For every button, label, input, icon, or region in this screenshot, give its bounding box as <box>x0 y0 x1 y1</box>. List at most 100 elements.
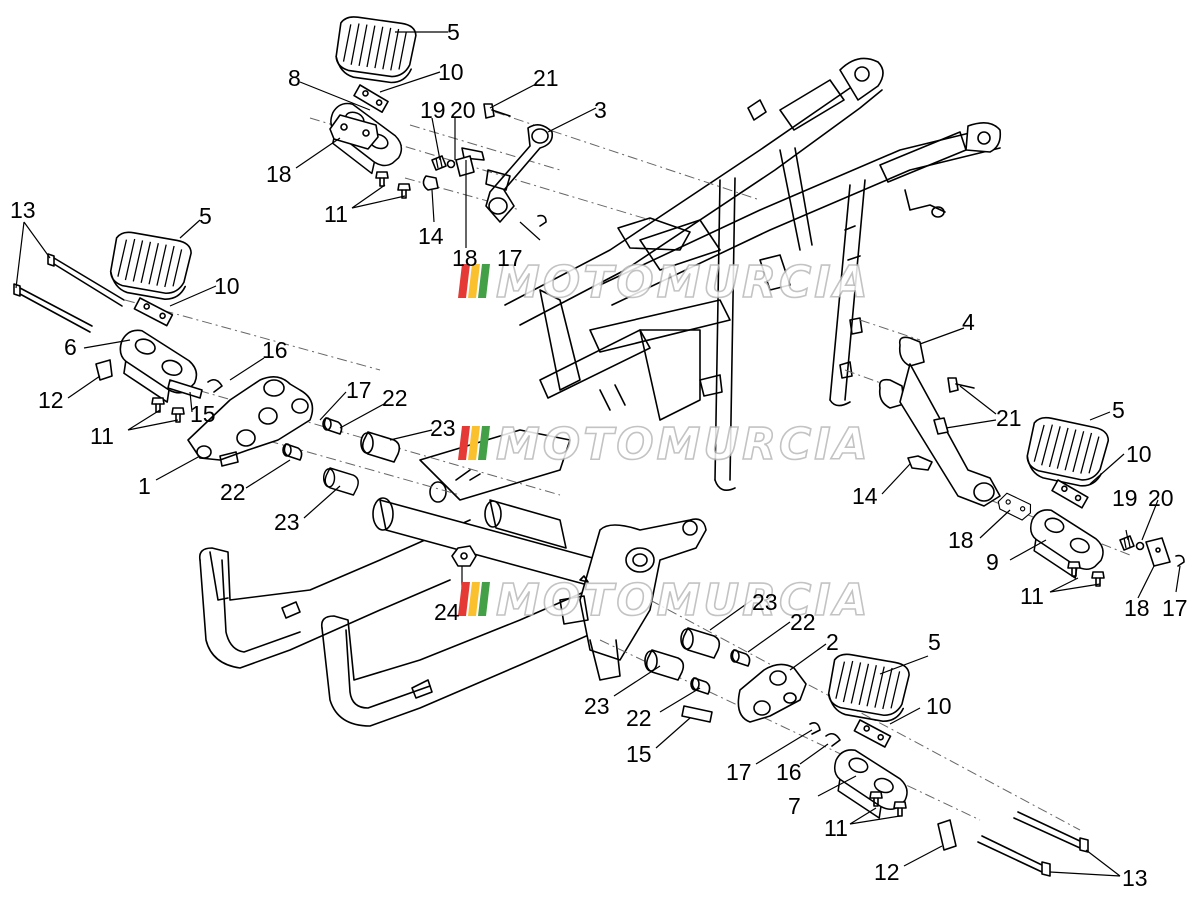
callout-4: 4 <box>962 309 975 335</box>
callout-12: 12 <box>874 859 900 885</box>
callout-15: 15 <box>626 741 652 767</box>
callout-13: 13 <box>1122 865 1148 891</box>
lower-cradle <box>198 429 707 727</box>
callout-22: 22 <box>382 385 408 411</box>
callout-22: 22 <box>790 609 816 635</box>
plate-10b <box>133 297 174 327</box>
callout-24: 24 <box>434 599 460 625</box>
callout-20: 20 <box>1148 485 1174 511</box>
lever-4 <box>878 336 1001 507</box>
footrest-assembly-left <box>13 229 401 496</box>
callout-23: 23 <box>430 415 456 441</box>
callout-12: 12 <box>38 387 64 413</box>
footrest-assembly-top <box>316 14 554 227</box>
pin-14a <box>422 175 439 191</box>
callout-11: 11 <box>824 815 848 841</box>
lever-3 <box>485 124 554 223</box>
clip-17c <box>809 722 821 735</box>
long-bolt-13b <box>13 283 93 333</box>
callout-2: 2 <box>826 629 839 655</box>
callout-16: 16 <box>776 759 802 785</box>
callout-17: 17 <box>1162 595 1188 621</box>
bracket-18d <box>1145 537 1171 567</box>
bolt-11c <box>151 397 165 413</box>
watermark-2: MOTOMURCIA <box>458 418 871 471</box>
callout-1: 1 <box>138 473 151 499</box>
spacer-22b <box>730 649 751 667</box>
main-frame <box>504 57 1002 491</box>
spacer-22a <box>282 443 303 461</box>
callout-11: 11 <box>1020 583 1044 609</box>
callout-11: 11 <box>324 201 348 227</box>
callout-23: 23 <box>584 693 610 719</box>
pin-15a <box>167 379 203 399</box>
callout-14: 14 <box>418 223 444 249</box>
callout-labels: 5 10 8 19 20 21 3 18 11 14 18 17 13 5 10… <box>10 19 1188 891</box>
callout-18: 18 <box>452 245 478 271</box>
watermark-text: MOTOMURCIA <box>496 257 871 308</box>
callout-11: 11 <box>90 423 114 449</box>
rubber-pad-5a <box>332 14 419 86</box>
callout-18: 18 <box>1124 595 1150 621</box>
callout-23: 23 <box>274 509 300 535</box>
bushing-23a <box>360 431 401 463</box>
callout-5: 5 <box>447 19 460 45</box>
callout-19: 19 <box>420 97 446 123</box>
callout-5: 5 <box>1112 397 1125 423</box>
long-bolt-13c <box>1013 811 1089 853</box>
callout-18: 18 <box>948 527 974 553</box>
callout-10: 10 <box>438 59 464 85</box>
callout-20: 20 <box>450 97 476 123</box>
callout-14: 14 <box>852 483 878 509</box>
bolt-21a <box>483 103 511 119</box>
bracket-18c <box>995 491 1034 522</box>
callout-17: 17 <box>497 245 523 271</box>
callout-21: 21 <box>996 405 1022 431</box>
callout-5: 5 <box>199 203 212 229</box>
clip-17a <box>537 214 547 227</box>
watermark-1: MOTOMURCIA <box>458 256 871 309</box>
ball-20b <box>1135 541 1145 551</box>
callout-3: 3 <box>594 97 607 123</box>
spacer-17b <box>322 417 343 435</box>
mount-bracket-2 <box>737 663 807 723</box>
bushing-23d <box>644 649 685 681</box>
bolt-21b <box>947 377 975 393</box>
callout-15: 15 <box>190 401 216 427</box>
watermark-text: MOTOMURCIA <box>496 575 871 626</box>
spring-16b <box>825 732 841 747</box>
bolt-21c <box>933 417 949 435</box>
callout-9: 9 <box>986 549 999 575</box>
rubber-pad-5d <box>824 651 912 726</box>
bushing-23b <box>322 467 359 496</box>
bolt-11d <box>171 407 185 423</box>
bolt-11a <box>375 171 389 187</box>
callout-13: 13 <box>10 197 36 223</box>
callout-7: 7 <box>788 793 801 819</box>
rubber-pad-5b <box>106 229 194 304</box>
watermark-text: MOTOMURCIA <box>496 419 871 470</box>
plate-10c <box>1051 479 1089 509</box>
callout-23: 23 <box>752 589 778 615</box>
callout-18: 18 <box>266 161 292 187</box>
spring-19a <box>431 155 447 171</box>
pin-12b <box>937 819 957 851</box>
spring-16a <box>207 378 223 393</box>
callout-16: 16 <box>262 337 288 363</box>
pin-18b <box>455 147 485 177</box>
pin-14b <box>907 455 933 471</box>
plate-10d <box>853 719 892 748</box>
long-bolt-13d <box>977 835 1051 877</box>
callout-22: 22 <box>220 479 246 505</box>
pin-12a <box>95 359 113 381</box>
callout-5: 5 <box>928 629 941 655</box>
callout-17: 17 <box>726 759 752 785</box>
callout-17: 17 <box>346 377 372 403</box>
bushing-23c <box>680 627 721 659</box>
callout-19: 19 <box>1112 485 1138 511</box>
callout-10: 10 <box>926 693 952 719</box>
callout-10: 10 <box>214 273 240 299</box>
leader-lines <box>15 31 1181 877</box>
plate-10a <box>353 84 389 113</box>
